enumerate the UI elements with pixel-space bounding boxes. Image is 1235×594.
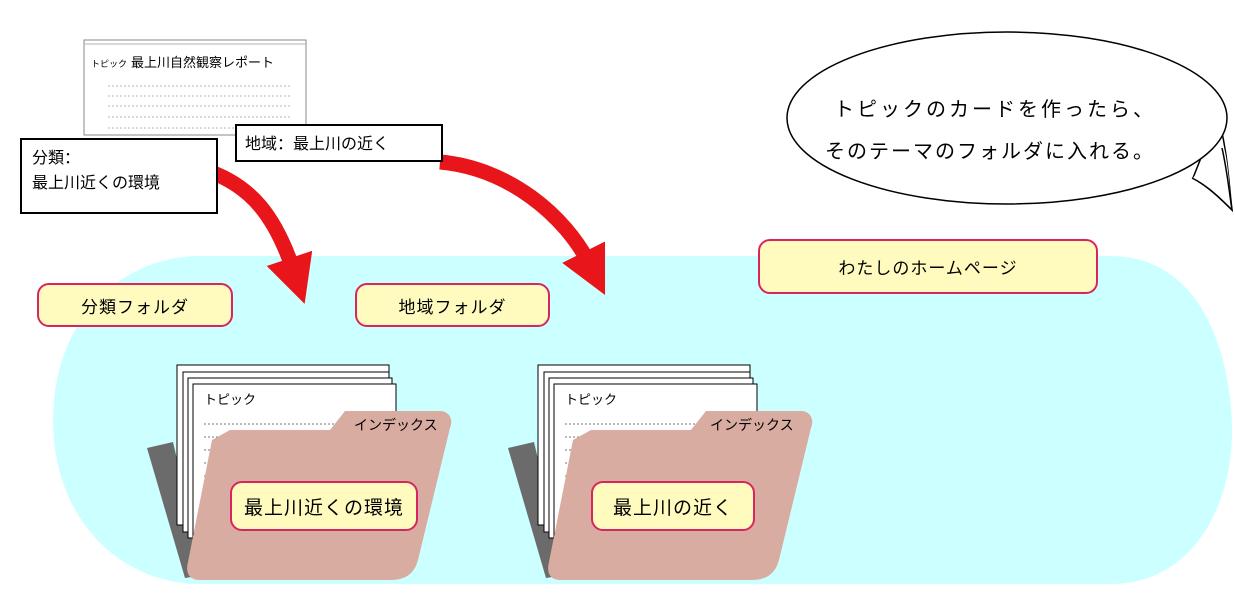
- category-arrow: [202, 162, 313, 304]
- region-folder-name: 最上川の近く: [591, 481, 755, 531]
- report-card-title: 最上川自然観察レポート: [131, 55, 274, 71]
- category-folder-card-label: トピック: [204, 393, 256, 408]
- speech-bubble-line2: そのテーマのフォルダに入れる。: [825, 139, 1155, 163]
- region-arrow: [439, 154, 606, 296]
- speech-bubble-line1: トピックのカードを作ったら、: [834, 97, 1156, 121]
- category-callout: 分類： 最上川近くの環境: [20, 138, 218, 214]
- region-callout: 地域：最上川の近く: [235, 124, 443, 162]
- region-folder-tab-label: インデックス: [710, 417, 794, 434]
- category-callout-label: 分類：: [32, 148, 81, 167]
- region-callout-text: 地域：最上川の近く: [245, 134, 390, 153]
- speech-bubble: トピックのカードを作ったら、 そのテーマのフォルダに入れる。: [786, 31, 1234, 213]
- report-card-label: トピック: [91, 59, 127, 70]
- category-folder-name: 最上川近くの環境: [230, 481, 418, 531]
- homepage-label: わたしのホームページ: [758, 239, 1098, 294]
- region-folder-heading: 地域フォルダ: [355, 283, 550, 327]
- category-callout-value: 最上川近くの環境: [32, 172, 161, 192]
- region-folder-card-label: トピック: [565, 393, 617, 408]
- category-folder-tab-label: インデックス: [354, 417, 438, 434]
- category-folder-heading: 分類フォルダ: [37, 283, 233, 327]
- report-card: トピック 最上川自然観察レポート: [83, 39, 307, 136]
